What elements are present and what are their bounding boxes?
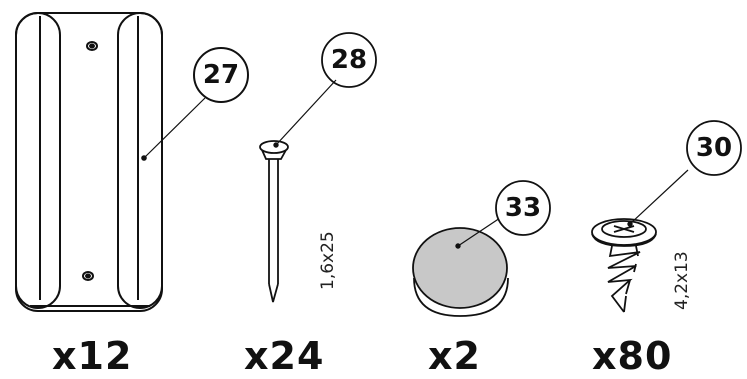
- part-27-drawing: [15, 12, 249, 312]
- callout-28: 28: [330, 45, 368, 75]
- part-33-drawing: [412, 180, 551, 317]
- part-28-drawing: [259, 32, 377, 303]
- part-30-drawing: [591, 120, 742, 313]
- callout-27: 27: [202, 60, 240, 90]
- nail-dimension-label: 1,6x25: [318, 231, 338, 290]
- quantity-part-28: x24: [244, 334, 325, 378]
- quantity-part-33: x2: [428, 334, 481, 378]
- callout-30: 30: [695, 133, 733, 163]
- screw-dimension-label: 4,2x13: [672, 251, 692, 310]
- callout-33: 33: [504, 193, 542, 223]
- quantity-part-30: x80: [592, 334, 673, 378]
- quantity-part-27: x12: [52, 334, 133, 378]
